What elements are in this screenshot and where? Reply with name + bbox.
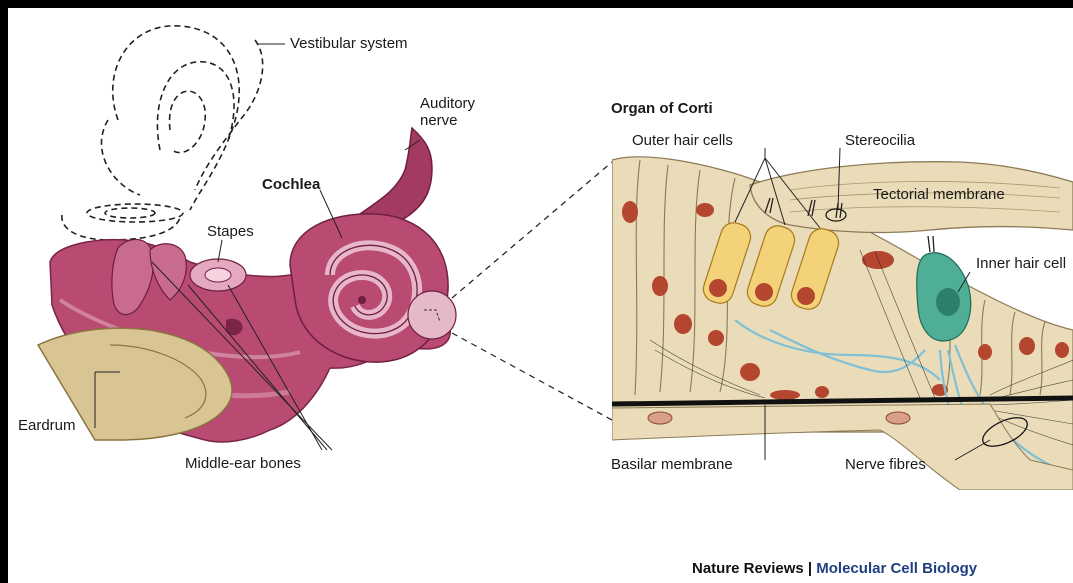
label-cochlea: Cochlea (262, 176, 320, 193)
label-auditory-nerve-line2: nerve (420, 112, 475, 129)
label-stapes: Stapes (207, 223, 254, 240)
label-stereocilia: Stereocilia (845, 132, 915, 149)
label-auditory-nerve: Auditory nerve (420, 95, 475, 129)
inner-hair-cell (917, 236, 971, 341)
cochlea-section-marker (408, 291, 456, 339)
label-vestibular-system: Vestibular system (290, 35, 408, 52)
label-organ-of-corti: Organ of Corti (611, 100, 713, 117)
label-outer-hair-cells: Outer hair cells (632, 132, 733, 149)
ear-illustration (38, 26, 612, 450)
label-nerve-fibres: Nerve fibres (845, 456, 926, 473)
label-basilar-membrane: Basilar membrane (611, 456, 733, 473)
credit-publisher: Nature Reviews (692, 560, 804, 577)
label-inner-hair-cell: Inner hair cell (976, 255, 1066, 272)
label-auditory-nerve-line1: Auditory (420, 95, 475, 112)
label-middle-ear-bones: Middle-ear bones (185, 455, 301, 472)
vestibular-system (62, 26, 263, 240)
label-eardrum: Eardrum (18, 417, 76, 434)
label-tectorial-membrane: Tectorial membrane (873, 186, 1005, 203)
figure-credit: Nature Reviews | Molecular Cell Biology (692, 560, 977, 577)
credit-separator: | (804, 560, 817, 577)
credit-journal: Molecular Cell Biology (816, 560, 977, 577)
zoom-lines (452, 162, 612, 420)
